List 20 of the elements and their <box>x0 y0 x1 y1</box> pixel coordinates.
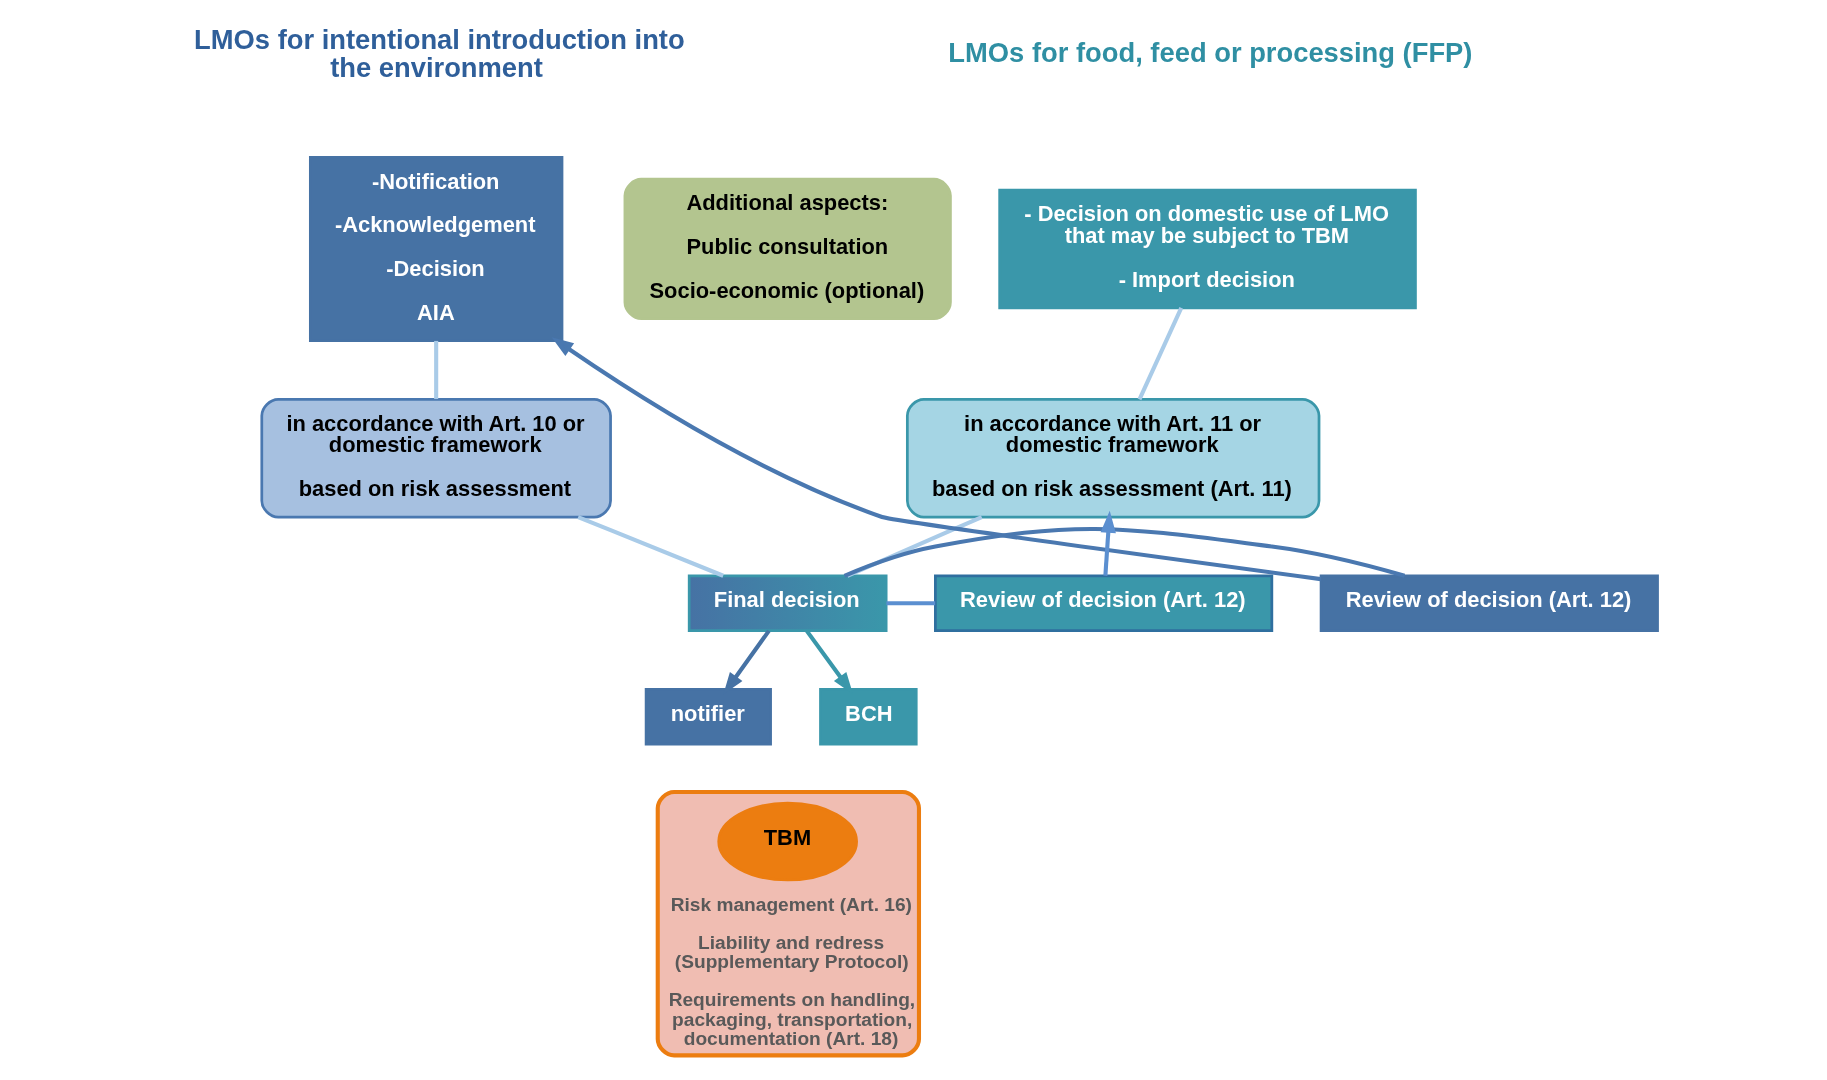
connector <box>1137 307 1184 401</box>
node-box: BCH <box>819 688 918 746</box>
node-box: notifier <box>644 688 772 746</box>
node-box: Additional aspects: Public consultation Socio-economic (optional) <box>623 177 952 321</box>
node-box: -Notification -Acknowledgement -Decision AIA <box>308 155 564 342</box>
label: LMOs for intentional introduction into the environment <box>194 24 685 83</box>
connector <box>846 515 983 578</box>
connector <box>886 601 936 606</box>
label: LMOs for food, feed or processing (FFP) <box>948 36 1473 68</box>
node-box: - Decision on domestic use of LMO that may be subject to TBM - Import decision <box>998 188 1417 310</box>
arrow <box>1100 510 1116 576</box>
connector <box>577 515 724 578</box>
node-box: Review of decision (Art. 12) <box>934 574 1274 632</box>
node-box: Final decision <box>687 574 888 632</box>
connector <box>434 340 439 400</box>
node-box: in accordance with Art. 10 or domestic framework based on risk assessment <box>260 398 612 519</box>
connector <box>843 527 1406 578</box>
node-box: Review of decision (Art. 12) <box>1319 574 1659 632</box>
node-box: in accordance with Art. 11 or domestic framework based on risk assessment (Art. 11) <box>906 398 1321 519</box>
node-ellipse: TBM <box>717 801 858 882</box>
